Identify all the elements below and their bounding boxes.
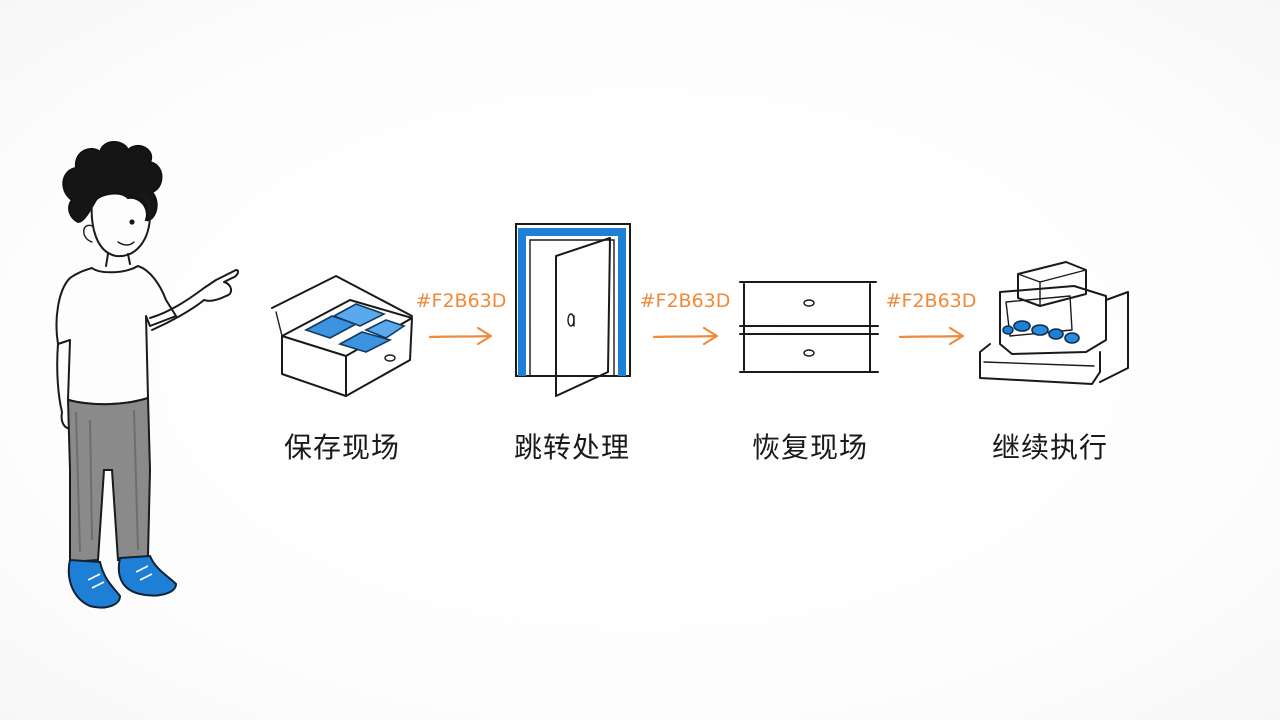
arrow-1-label: #F2B63D bbox=[415, 290, 507, 312]
door-frame-outer bbox=[515, 223, 631, 377]
person-pants-shading bbox=[75, 409, 139, 553]
person-face bbox=[90, 193, 151, 258]
box-front-right bbox=[345, 317, 413, 397]
step-2-label: 跳转处理 bbox=[513, 431, 630, 464]
door-knob bbox=[567, 313, 575, 327]
machine-body bbox=[999, 285, 1107, 355]
door-frame-blue bbox=[518, 228, 626, 376]
machine-button-4 bbox=[1064, 332, 1080, 344]
open-box-icon bbox=[271, 275, 413, 397]
shoe-laces bbox=[87, 565, 153, 589]
person-neck bbox=[105, 253, 131, 267]
arrow-3 bbox=[898, 326, 965, 346]
machine-base bbox=[979, 343, 1101, 385]
arrow-2-head bbox=[702, 326, 719, 346]
drawer-icon bbox=[739, 281, 879, 373]
person-left-shoe bbox=[67, 558, 122, 609]
arrow-3-shaft bbox=[898, 334, 964, 339]
person-pointing-figure bbox=[55, 141, 240, 609]
machine-button-2 bbox=[1031, 324, 1049, 336]
box-blue-panel-3 bbox=[337, 331, 393, 353]
drawer-handle-bottom bbox=[803, 349, 815, 357]
person-mouth bbox=[117, 241, 135, 246]
person-shirt bbox=[55, 265, 177, 406]
person-hair bbox=[62, 141, 163, 224]
machine-button-3 bbox=[1048, 328, 1064, 340]
person-eye bbox=[129, 219, 135, 225]
arrow-1-shaft bbox=[428, 334, 492, 339]
step-1-label: 保存现场 bbox=[283, 431, 400, 464]
door-frame-inner bbox=[529, 239, 615, 376]
person-pants bbox=[66, 396, 152, 564]
arrow-3-label: #F2B63D bbox=[885, 290, 977, 312]
step-3-label: 恢复现场 bbox=[751, 431, 868, 464]
machine-panel bbox=[1005, 295, 1073, 337]
drawer-handle-top bbox=[803, 299, 815, 307]
box-blue-panel-4 bbox=[364, 319, 406, 339]
arrow-1-head bbox=[476, 326, 493, 346]
machine-icon bbox=[979, 261, 1129, 385]
person-pointing-arm bbox=[149, 269, 240, 331]
box-flap bbox=[271, 275, 413, 317]
door-panel bbox=[555, 237, 611, 397]
door-icon bbox=[515, 223, 631, 397]
box-handle bbox=[384, 354, 396, 362]
machine-top-box bbox=[1017, 261, 1087, 307]
machine-base-line bbox=[983, 361, 1095, 367]
drawer-divider bbox=[739, 325, 879, 335]
machine-side bbox=[1099, 291, 1129, 383]
arrow-3-head bbox=[948, 326, 965, 346]
box-blue-panel-2 bbox=[332, 303, 387, 327]
arrow-1 bbox=[428, 326, 493, 346]
person-ear bbox=[83, 224, 93, 243]
arrow-2-label: #F2B63D bbox=[639, 290, 731, 312]
arrow-2 bbox=[652, 326, 719, 346]
arrow-2-shaft bbox=[652, 334, 718, 339]
step-4-label: 继续执行 bbox=[991, 431, 1108, 464]
machine-button-1 bbox=[1013, 320, 1031, 332]
machine-top-box-edges bbox=[1017, 269, 1087, 307]
machine-button-5 bbox=[1002, 325, 1014, 335]
box-flap-side bbox=[275, 311, 283, 337]
